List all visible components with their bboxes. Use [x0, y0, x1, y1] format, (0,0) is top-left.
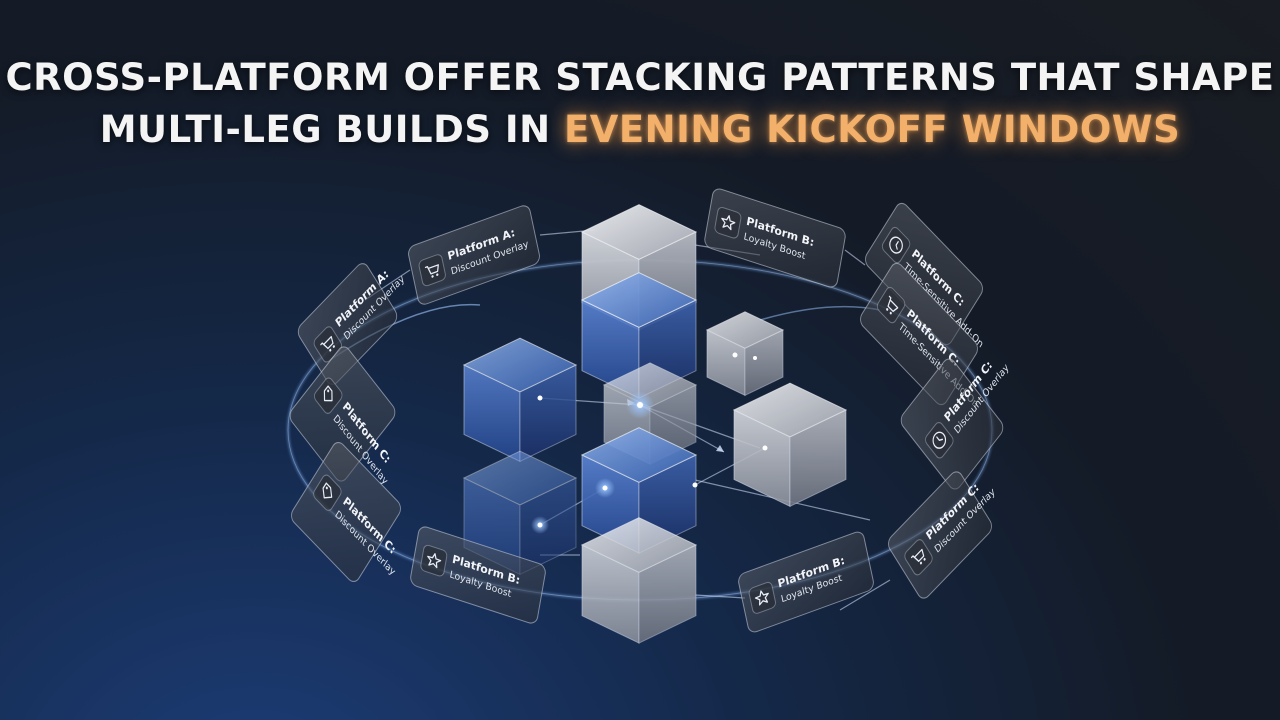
tag-icon [313, 377, 343, 414]
star-icon [714, 206, 742, 239]
star-icon [420, 544, 448, 577]
card-platform-a-top: Platform A:Discount Overlay [408, 205, 540, 305]
glow-nodes [531, 352, 768, 534]
card-platform-b-bottom-right: Platform B:Loyalty Boost [738, 531, 874, 633]
title-line-2-plain: MULTI-LEG BUILDS IN [99, 108, 564, 151]
cart-icon [904, 539, 933, 576]
page-title: CROSS-PLATFORM OFFER STACKING PATTERNS T… [0, 52, 1280, 156]
card-platform-c-bottom-right: Platform C:Discount Overlay [888, 471, 997, 599]
card-platform-b-top: Platform B:Loyalty Boost [704, 188, 846, 288]
tag-icon [313, 474, 342, 511]
cube-blue-left [462, 337, 578, 463]
cart-icon [876, 286, 906, 324]
card-platform-b-bottom-left: Platform B:Loyalty Boost [410, 526, 546, 624]
cart-icon [418, 254, 446, 287]
title-line-2: MULTI-LEG BUILDS IN EVENING KICKOFF WIND… [0, 104, 1280, 156]
star-icon [748, 581, 776, 614]
clock-icon [925, 422, 954, 459]
cube-stack [462, 204, 848, 644]
card-platform-c-bottom-left: Platform C:Discount Overlay [291, 442, 401, 582]
title-line-2-accent: EVENING KICKOFF WINDOWS [563, 108, 1181, 151]
cube-gray-small-right [705, 311, 785, 397]
clock-icon [881, 226, 911, 264]
title-line-1: CROSS-PLATFORM OFFER STACKING PATTERNS T… [5, 56, 1275, 99]
cube-gray-right [732, 382, 848, 508]
cube-gray-bottom [580, 517, 698, 644]
